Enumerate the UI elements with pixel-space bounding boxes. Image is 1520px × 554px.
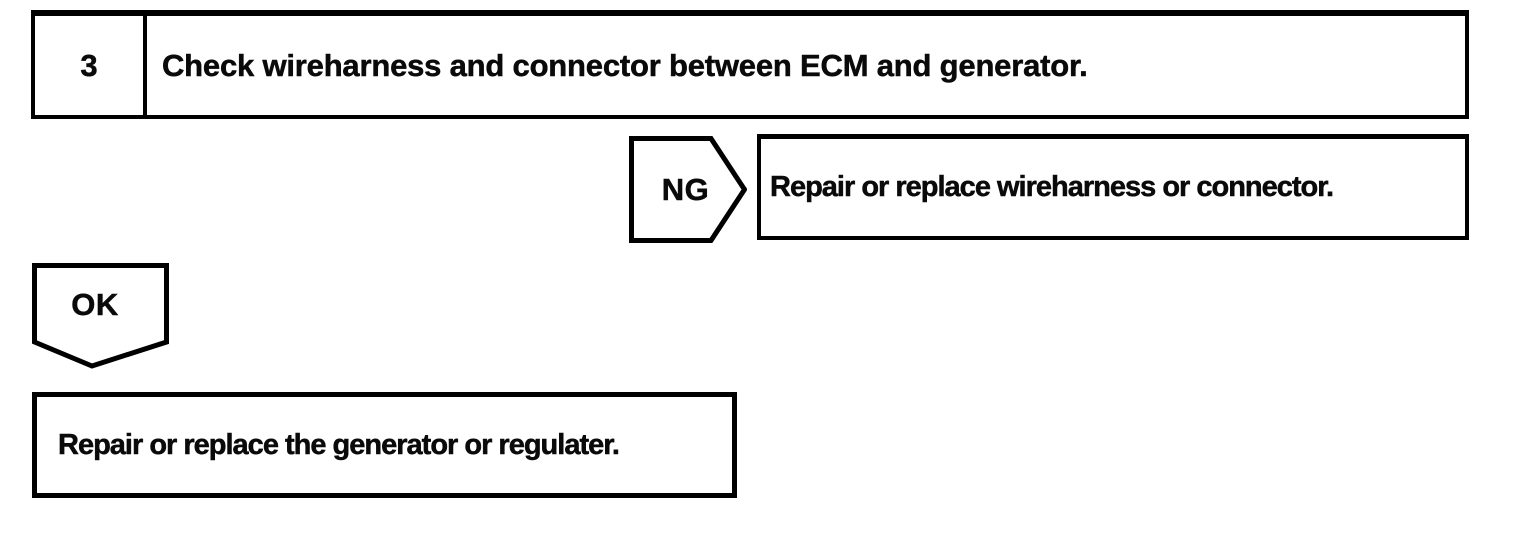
step-box: 3 Check wireharness and connector betwee… (31, 10, 1469, 119)
ng-action-text: Repair or replace wireharness or connect… (770, 171, 1335, 204)
down-arrow-pentagon-icon (32, 263, 169, 369)
step-number-cell: 3 (35, 16, 147, 115)
ok-action-text: Repair or replace the generator or regul… (58, 428, 620, 461)
ng-label: NG (661, 171, 710, 207)
ok-label: OK (71, 287, 119, 323)
ok-connector: OK (32, 263, 169, 369)
step-instruction: Check wireharness and connector between … (162, 47, 1088, 83)
step-number: 3 (80, 47, 98, 83)
ng-connector: NG (629, 136, 747, 243)
ok-action-box: Repair or replace the generator or regul… (32, 392, 737, 498)
ng-action-box: Repair or replace wireharness or connect… (757, 134, 1469, 240)
step-instruction-cell: Check wireharness and connector between … (147, 16, 1465, 115)
right-arrow-pentagon-icon (629, 136, 747, 243)
